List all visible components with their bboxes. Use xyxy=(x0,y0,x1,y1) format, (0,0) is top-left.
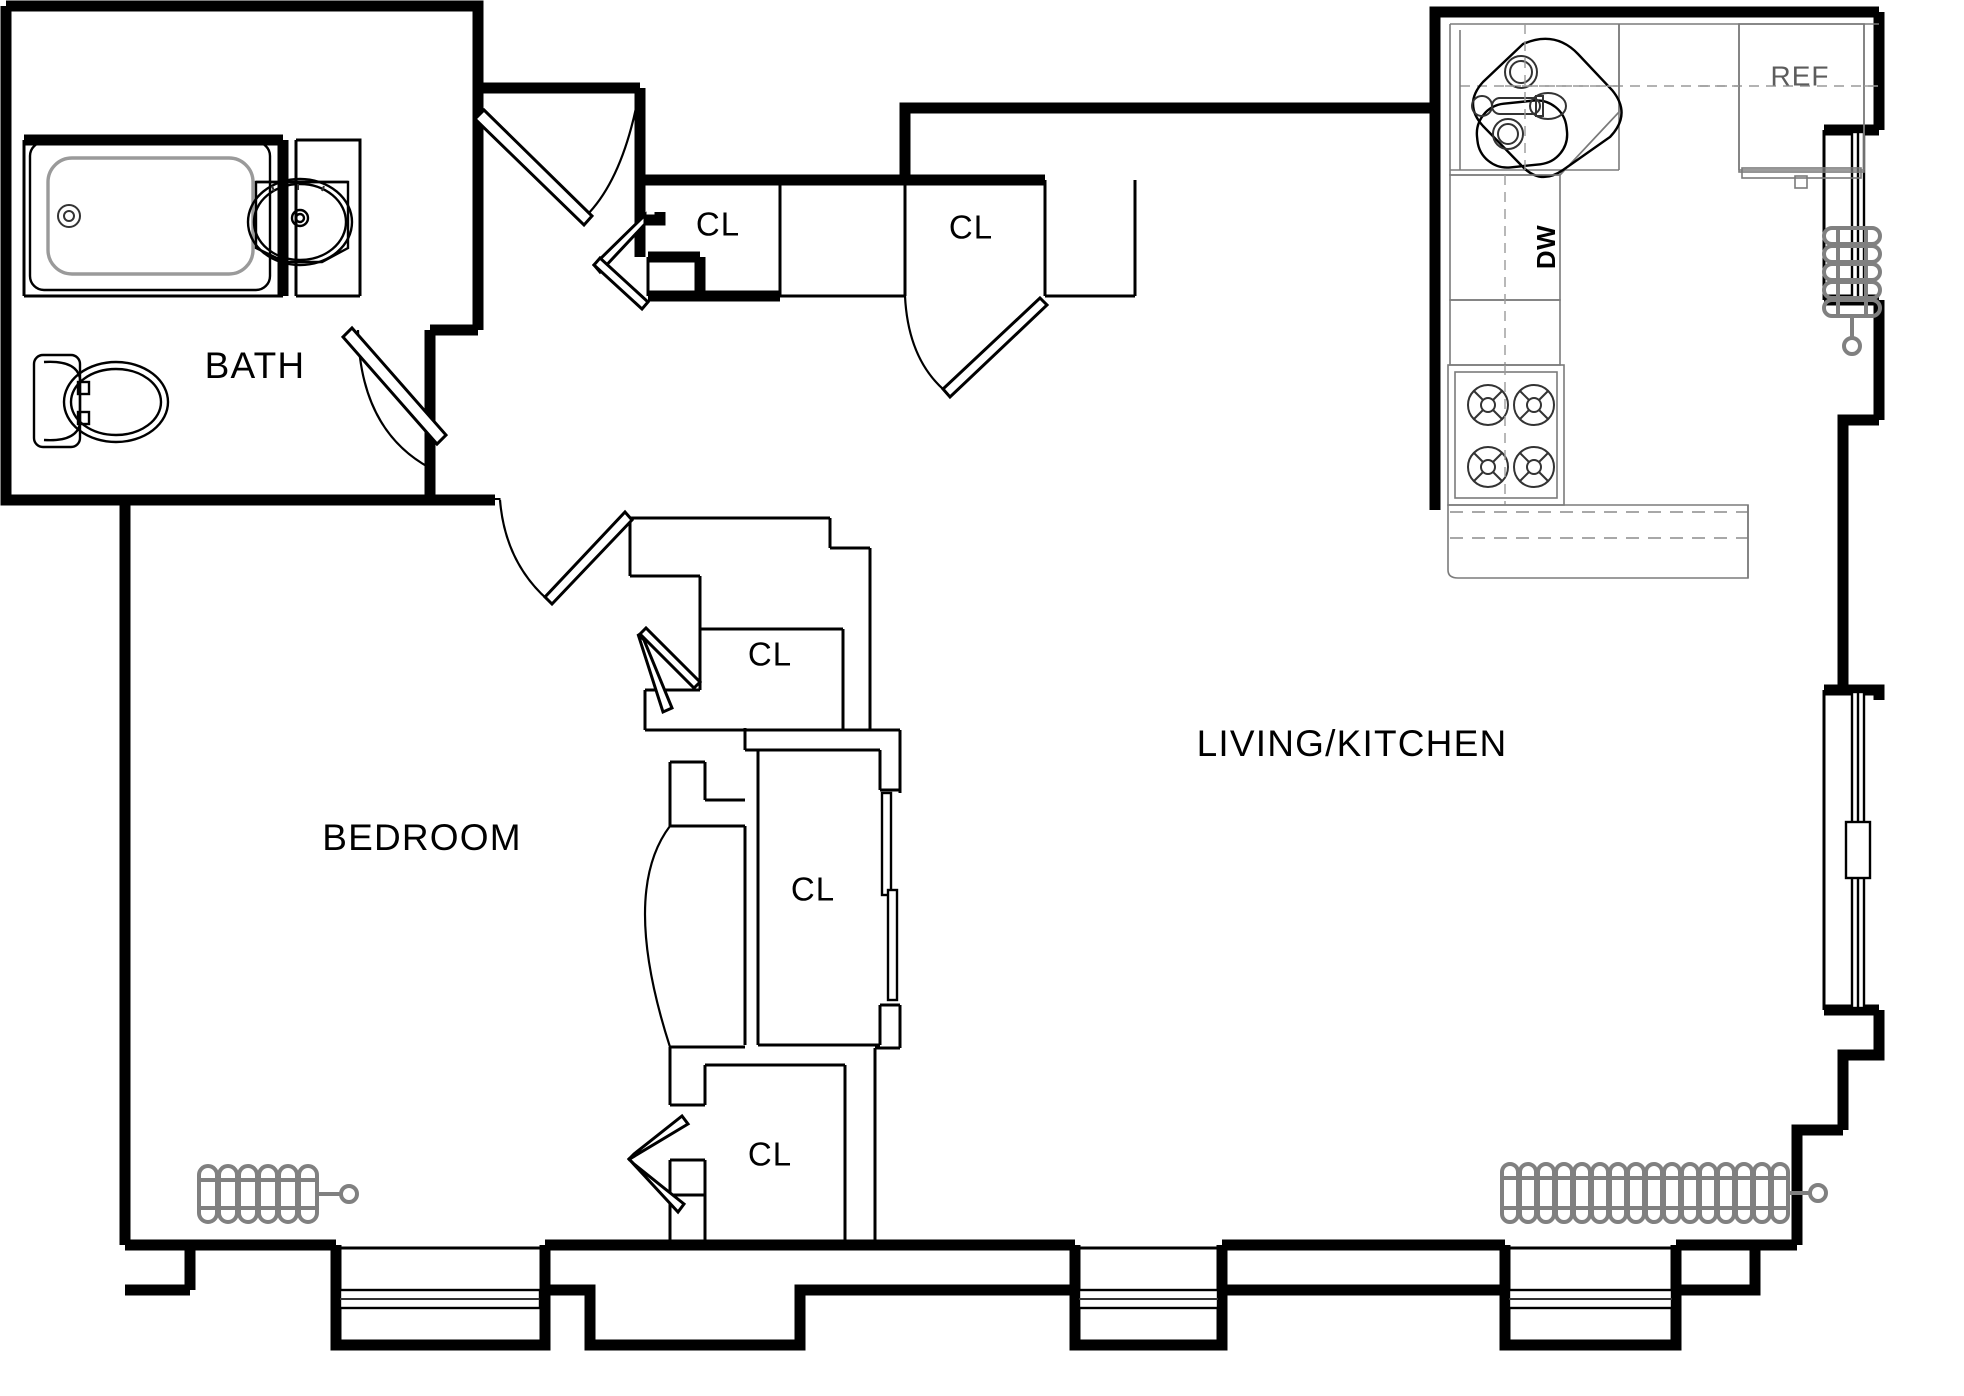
bath-door xyxy=(340,325,449,469)
closet-bedroom-top-door xyxy=(636,625,703,715)
kitchen-sink xyxy=(1471,24,1623,178)
range xyxy=(1447,364,1565,506)
lavatory xyxy=(246,177,354,267)
entry-door xyxy=(472,107,638,228)
window-east-lower xyxy=(1824,684,1879,1016)
entry-vestibule xyxy=(478,82,646,110)
window-east-upper xyxy=(1824,124,1879,306)
closet-label-entry-left: CL xyxy=(696,206,740,243)
bedroom-door xyxy=(498,499,635,607)
dishwasher: DW xyxy=(1449,174,1561,366)
kitchen-peninsula xyxy=(1447,504,1749,579)
closet-entry-left-door xyxy=(591,211,651,312)
window-living-south-2 xyxy=(1499,1245,1682,1351)
closet-bedroom-mid-door xyxy=(643,824,747,1049)
window-bedroom-south xyxy=(330,1245,551,1351)
radiator-bedroom xyxy=(197,1164,359,1224)
bath-room: BATH xyxy=(22,88,484,506)
dishwasher-label: DW xyxy=(1531,225,1561,269)
room-label-bath: BATH xyxy=(205,345,306,386)
closet-entry-right: CL xyxy=(780,174,1137,400)
room-label-living-kitchen: LIVING/KITCHEN xyxy=(1197,723,1508,764)
closet-label-bedroom-top: CL xyxy=(748,636,792,673)
window-living-south-1 xyxy=(1069,1245,1228,1351)
faucet-icon xyxy=(1471,92,1567,120)
radiator-right xyxy=(1822,226,1882,356)
exterior-walls xyxy=(0,0,1885,1351)
refrigerator-label: REF xyxy=(1771,60,1830,91)
closet-bedroom-mid: CL xyxy=(643,728,902,1050)
bathtub xyxy=(28,140,272,292)
closet-entry-left: CL xyxy=(591,180,782,312)
radiator-living xyxy=(1500,1162,1828,1224)
closet-bedroom-low: CL xyxy=(626,1047,877,1245)
refrigerator: REF xyxy=(1700,23,1879,189)
closet-bedroom-top: CL xyxy=(636,625,872,732)
closet-label-bedroom-mid: CL xyxy=(791,871,835,908)
closet-label-bedroom-low: CL xyxy=(748,1136,792,1173)
kitchen-area: REF xyxy=(1429,23,1879,579)
closet-label-entry-right: CL xyxy=(949,209,993,246)
room-label-bedroom: BEDROOM xyxy=(322,817,522,858)
bedroom-walls xyxy=(430,494,872,636)
toilet xyxy=(32,353,170,449)
closet-entry-right-door xyxy=(903,295,1050,400)
closet-bedroom-low-door xyxy=(626,1113,691,1215)
